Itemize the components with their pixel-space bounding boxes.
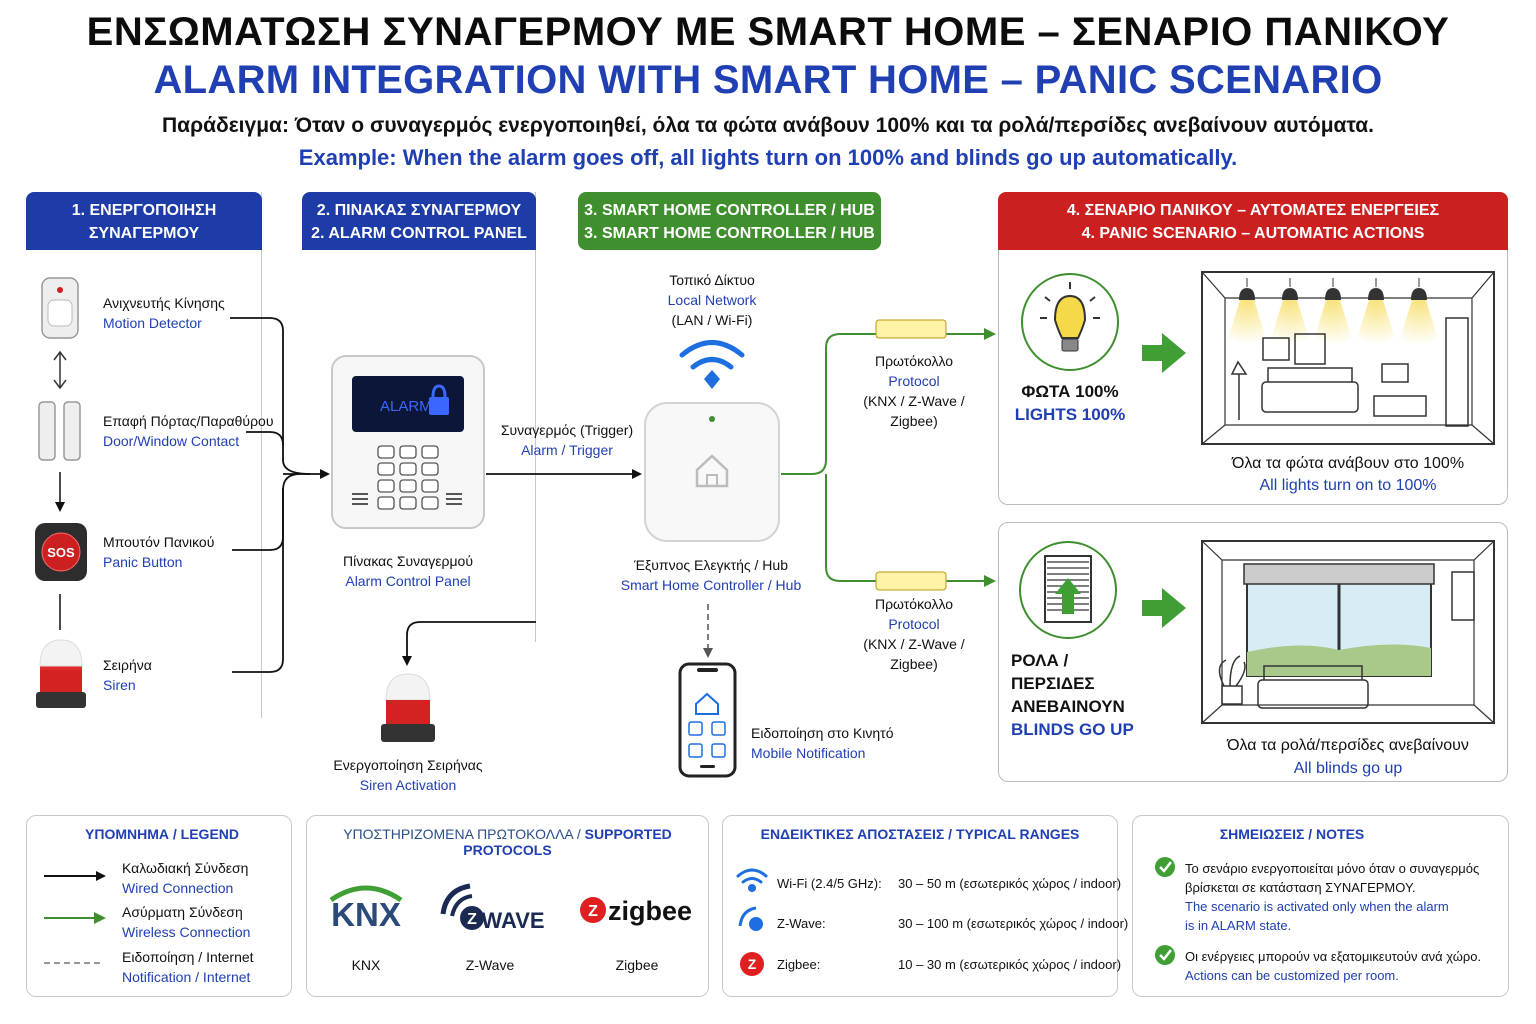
trigger-label: Συναγερμός (Trigger) Alarm / Trigger	[500, 422, 634, 458]
alarm-panel-label: Πίνακας Συναγερμού Alarm Control Panel	[343, 553, 473, 589]
hub-to-actions-connectors	[781, 328, 996, 587]
alarm-panel-device: ALARM	[331, 355, 485, 529]
notes-panel	[1132, 815, 1509, 997]
range-zwave-icon	[738, 906, 763, 931]
alarm-screen-text: ALARM	[380, 398, 432, 415]
device-label-panic: Μπουτόν Πανικού Panic Button	[103, 534, 215, 570]
page-title-english: ALARM INTEGRATION WITH SMART HOME – PANI…	[153, 58, 1383, 102]
notes-title: ΣΗΜΕΙΩΣΕΙΣ / NOTES	[1219, 826, 1365, 842]
motion-detector-icon	[41, 277, 79, 339]
lightbulb-icon	[1021, 273, 1119, 371]
svg-text:KNX: KNX	[331, 896, 401, 933]
section1-header-gr: 1. ΕΝΕΡΓΟΠΟΙΗΣΗ ΣΥΝΑΓΕΡΜΟΥ	[71, 202, 217, 242]
protocols-panel	[306, 815, 709, 997]
lights-label: ΦΩΤΑ 100% LIGHTS 100%	[1014, 382, 1126, 424]
mobile-phone-icon	[678, 662, 737, 778]
protocol-tag-top	[875, 319, 947, 339]
lit-room-illustration	[1201, 271, 1495, 445]
protocol-label-bottom: Πρωτόκολλο Protocol (KNX / Z-Wave / Zigb…	[863, 596, 965, 672]
ranges-panel	[722, 815, 1118, 997]
note-item-1: Το σενάριο ενεργοποιείται μόνο όταν ο συ…	[1185, 861, 1480, 933]
svg-text:WAVE: WAVE	[481, 908, 544, 933]
section2-header-en: 2. ALARM CONTROL PANEL	[311, 225, 527, 242]
range-wifi-value: 30 – 50 m (εσωτερικός χώρος / indoor)	[898, 876, 1122, 891]
local-network-label: Τοπικό Δίκτυο Local Network (LAN / Wi-Fi…	[667, 272, 757, 328]
ranges-title: ΕΝΔΕΙΚΤΙΚΕΣ ΑΠΟΣΤΑΣΕΙΣ / TYPICAL RANGES	[760, 826, 1080, 842]
blinds-label: ΡΟΛΑ / ΠΕΡΣΙΔΕΣ ΑΝΕΒΑΙΝΟΥΝ BLINDS GO UP	[1011, 651, 1134, 739]
note-item-2: Οι ενέργειες μπορούν να εξατομικευτούν α…	[1185, 949, 1482, 983]
sos-badge-text: SOS	[47, 545, 75, 560]
range-zwave-name: Z-Wave:	[777, 916, 826, 931]
section1-wiring	[230, 317, 330, 673]
range-zwave-value: 30 – 100 m (εσωτερικός χώρος / indoor)	[898, 916, 1129, 931]
section3-header: 3. SMART HOME CONTROLLER / HUB 3. SMART …	[578, 192, 881, 250]
section1-header: 1. ΕΝΕΡΓΟΠΟΙΗΣΗ ΣΥΝΑΓΕΡΜΟΥ 1. ALARM TRIG…	[26, 192, 262, 265]
section4-header-en: 4. PANIC SCENARIO – AUTOMATIC ACTIONS	[1081, 225, 1425, 242]
door-contact-icon	[38, 401, 81, 461]
protocol-name-knx: KNX	[351, 957, 381, 973]
subtitle-english: Example: When the alarm goes off, all li…	[298, 145, 1238, 170]
svg-text:Z: Z	[588, 903, 598, 920]
mobile-notification-label: Ειδοποίηση στο Κινητό Mobile Notificatio…	[751, 725, 894, 761]
device-label-siren: Σειρήνα Siren	[103, 657, 152, 693]
page-title-greek: ΕΝΣΩΜΑΤΩΣΗ ΣΥΝΑΓΕΡΜΟΥ ΜΕ SMART HOME – ΣΕ…	[86, 10, 1450, 54]
subtitle-greek: Παράδειγμα: Όταν ο συναγερμός ενεργοποιη…	[162, 114, 1374, 137]
blinds-room-illustration	[1201, 540, 1495, 724]
section3-header-gr: 3. SMART HOME CONTROLLER / HUB	[584, 202, 875, 219]
panel-to-siren-connector	[402, 621, 536, 666]
range-wifi-name: Wi-Fi (2.4/5 GHz):	[777, 876, 882, 891]
section1-header-en: 1. ALARM TRIGGER	[67, 248, 221, 265]
siren-activation-icon	[381, 673, 435, 742]
protocol-name-zigbee: Zigbee	[615, 957, 659, 973]
device-label-motion: Ανιχνευτής Κίνησης Motion Detector	[103, 295, 225, 331]
legend-panel	[26, 815, 292, 997]
hub-label: Έξυπνος Ελεγκτής / Hub Smart Home Contro…	[620, 557, 802, 593]
wifi-icon	[679, 340, 745, 389]
section2-header: 2. ΠΙΝΑΚΑΣ ΣΥΝΑΓΕΡΜΟΥ 2. ALARM CONTROL P…	[302, 192, 536, 250]
legend-title: ΥΠΟΜΝΗΜΑ / LEGEND	[85, 826, 239, 842]
section2-header-gr: 2. ΠΙΝΑΚΑΣ ΣΥΝΑΓΕΡΜΟΥ	[316, 202, 522, 219]
blinds-action-arrow	[1142, 588, 1186, 628]
section4-header: 4. ΣΕΝΑΡΙΟ ΠΑΝΙΚΟΥ – ΑΥΤΟΜΑΤΕΣ ΕΝΕΡΓΕΙΕΣ…	[998, 192, 1508, 250]
lights-action-arrow	[1142, 333, 1186, 373]
device-label-door: Επαφή Πόρτας/Παραθύρου Door/Window Conta…	[103, 413, 274, 449]
svg-text:Z: Z	[467, 911, 477, 928]
blinds-caption: Όλα τα ρολά/περσίδες ανεβαίνουν All blin…	[1227, 737, 1469, 777]
hub-device	[644, 402, 780, 542]
range-zigbee-value: 10 – 30 m (εσωτερικός χώρος / indoor)	[898, 957, 1122, 972]
knx-logo: KNX	[329, 885, 403, 933]
svg-text:Z: Z	[748, 956, 757, 972]
siren-activation-label: Ενεργοποίηση Σειρήνας Siren Activation	[333, 757, 483, 793]
lights-caption: Όλα τα φώτα ανάβουν στο 100% All lights …	[1231, 455, 1465, 494]
legend-item-notification: Ειδοποίηση / Internet Notification / Int…	[122, 949, 254, 985]
svg-text:zigbee: zigbee	[608, 896, 692, 926]
protocols-title: ΥΠΟΣΤΗΡΙΖΟΜΕΝΑ ΠΡΩΤΟΚΟΛΛΑ / SUPPORTED PR…	[343, 826, 672, 858]
legend-item-wireless: Ασύρματη Σύνδεση Wireless Connection	[122, 904, 251, 940]
section3-header-en: 3. SMART HOME CONTROLLER / HUB	[584, 225, 875, 242]
note-check-icon-2	[1155, 945, 1175, 965]
protocol-label-top: Πρωτόκολλο Protocol (KNX / Z-Wave / Zigb…	[863, 353, 965, 429]
panic-button-icon: SOS	[35, 523, 87, 581]
section4-header-gr: 4. ΣΕΝΑΡΙΟ ΠΑΝΙΚΟΥ – ΑΥΤΟΜΑΤΕΣ ΕΝΕΡΓΕΙΕΣ	[1066, 202, 1440, 219]
siren-icon	[36, 639, 86, 708]
zwave-logo: Z WAVE	[440, 883, 545, 933]
range-zigbee-name: Zigbee:	[777, 957, 821, 972]
range-wifi-icon	[736, 868, 768, 892]
zigbee-logo: Z zigbee	[580, 896, 692, 926]
updown-arrows-icon	[53, 350, 67, 390]
protocol-name-zwave: Z-Wave	[465, 957, 515, 973]
note-check-icon-1	[1155, 857, 1175, 877]
legend-item-wired: Καλωδιακή Σύνδεση Wired Connection	[122, 860, 249, 896]
range-zigbee-icon: Z	[740, 952, 764, 976]
blinds-icon	[1019, 541, 1117, 639]
protocol-tag-bottom	[875, 571, 947, 591]
